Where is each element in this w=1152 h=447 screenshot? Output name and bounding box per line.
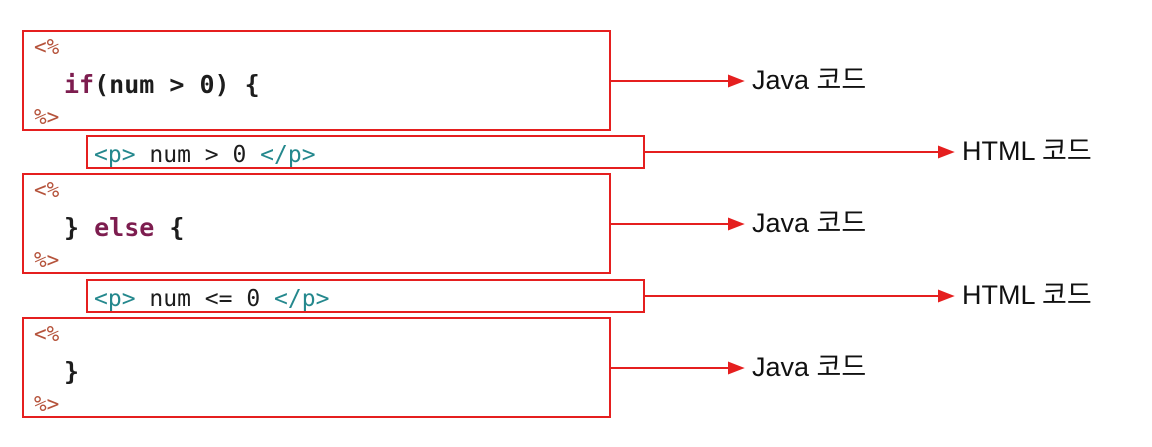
java-code-line: } else { xyxy=(64,215,184,240)
scriptlet-close-delimiter: %> xyxy=(34,392,60,416)
html-text: num > 0 xyxy=(135,142,261,168)
html-open-tag: <p> xyxy=(94,286,136,312)
arrow-head-icon xyxy=(728,361,745,375)
arrow-head-icon xyxy=(938,145,955,159)
label-java-2: Java 코드 xyxy=(752,208,867,238)
keyword-if: if xyxy=(64,70,95,99)
scriptlet-open-delimiter: <% xyxy=(34,322,60,346)
label-java-1: Java 코드 xyxy=(752,65,867,95)
html-close-tag: </p> xyxy=(274,286,330,312)
java-code-text: } xyxy=(64,213,95,242)
html-close-tag: </p> xyxy=(260,142,316,168)
keyword-else: else xyxy=(94,213,155,242)
java-block-2 xyxy=(22,173,611,274)
html-block-1 xyxy=(86,135,645,169)
scriptlet-open-delimiter: <% xyxy=(34,35,60,59)
html-text: num <= 0 xyxy=(135,286,275,312)
java-code-line: if(num > 0) { xyxy=(64,72,260,97)
label-html-1: HTML 코드 xyxy=(962,136,1092,166)
arrow-head-icon xyxy=(728,74,745,88)
scriptlet-close-delimiter: %> xyxy=(34,105,60,129)
java-code-text: (num > 0) { xyxy=(94,70,260,99)
java-block-1 xyxy=(22,30,611,131)
html-code-line: <p> num <= 0 </p> xyxy=(94,288,329,311)
html-open-tag: <p> xyxy=(94,142,136,168)
java-code-text: { xyxy=(154,213,185,242)
java-block-3 xyxy=(22,317,611,418)
arrow-head-icon xyxy=(938,289,955,303)
arrow-head-icon xyxy=(728,217,745,231)
java-code-line: } xyxy=(64,357,80,386)
label-java-3: Java 코드 xyxy=(752,352,867,382)
scriptlet-close-delimiter: %> xyxy=(34,248,60,272)
html-code-line: <p> num > 0 </p> xyxy=(94,144,316,167)
html-block-2 xyxy=(86,279,645,313)
scriptlet-open-delimiter: <% xyxy=(34,178,60,202)
label-html-2: HTML 코드 xyxy=(962,280,1092,310)
